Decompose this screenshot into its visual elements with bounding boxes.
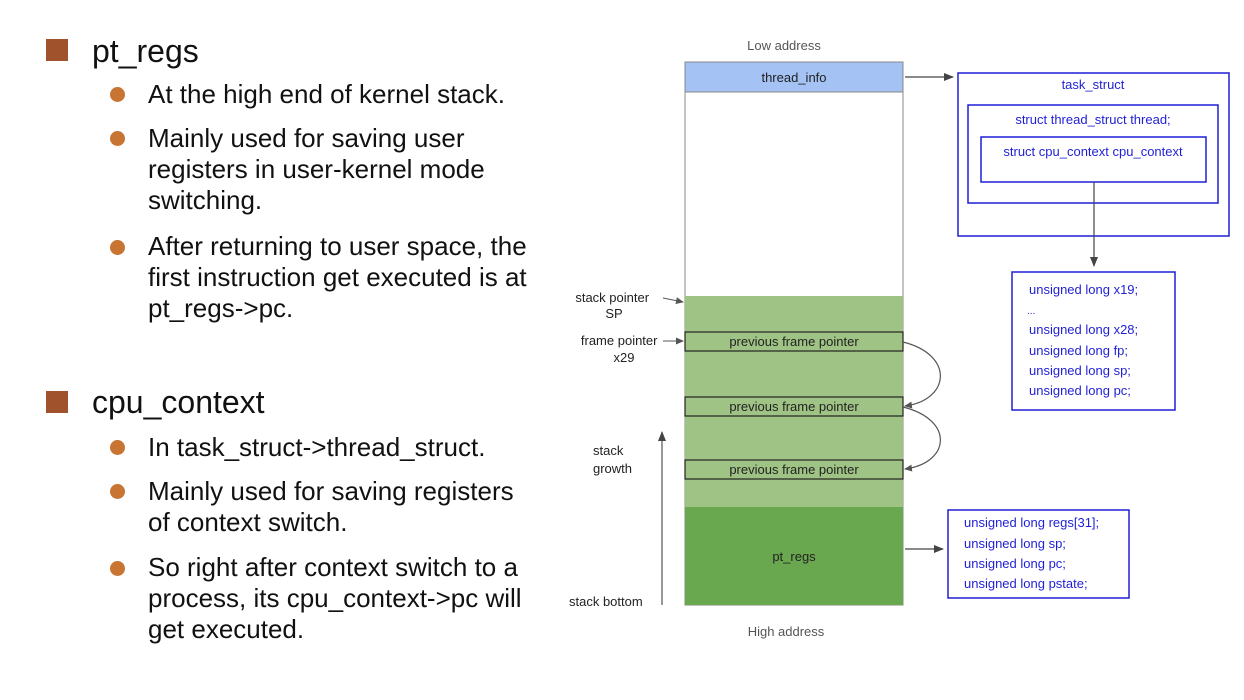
frame-chain-arrow (902, 341, 941, 409)
thread-info-label: thread_info (761, 70, 826, 85)
thread-info-box (684, 61, 904, 93)
stack-pointer-label: stack pointer SP (575, 290, 652, 321)
frame-pointer-box (684, 459, 904, 480)
cpu-context-label: struct cpu_context cpu_context (1003, 144, 1183, 159)
cpu-context-regs: unsigned long x19; ... unsigned long x28… (1027, 282, 1142, 398)
frame-pointer-box-label: previous frame pointer (729, 462, 859, 477)
bullet-dot-icon (110, 440, 125, 455)
stack-frames-region (685, 296, 903, 507)
bullet-text: At the high end of kernel stack. (148, 79, 505, 109)
thread-struct-box (967, 104, 1219, 204)
bullet-text: So right after context switch to a proce… (148, 552, 522, 644)
pt-regs-fields: unsigned long regs[31]; unsigned long sp… (964, 515, 1103, 591)
cpu-context-regs-box (1011, 271, 1176, 411)
thread-struct-label: struct thread_struct thread; (1015, 112, 1170, 127)
bullet-dot-icon (110, 561, 125, 576)
bullet-dot-icon (110, 131, 125, 146)
bullet-text: Mainly used for saving registers of cont… (148, 476, 514, 537)
heading-square-icon (46, 391, 68, 413)
pt-regs-region (685, 507, 903, 605)
frame-pointer-box (684, 396, 904, 417)
bullet-dot-icon (110, 240, 125, 255)
bullet-dot-icon (110, 87, 125, 102)
frame-pointer-box-label: previous frame pointer (729, 399, 859, 414)
high-address-label: High address (748, 624, 825, 639)
bullet-text: Mainly used for saving user registers in… (148, 123, 485, 215)
stack-bottom-label: stack bottom (569, 594, 643, 609)
pt-regs-label: pt_regs (772, 549, 816, 564)
frame-chain-arrow (902, 406, 941, 472)
heading-square-icon (46, 39, 68, 61)
frame-pointer-label: frame pointer x29 (581, 333, 661, 365)
task-struct-title: task_struct (1062, 77, 1125, 92)
stack-pointer-arrow (662, 297, 684, 305)
bullet-dot-icon (110, 484, 125, 499)
frame-pointer-box-label: previous frame pointer (729, 334, 859, 349)
stack-growth-label: stack growth (593, 443, 632, 476)
bullet-text: In task_struct->thread_struct. (148, 432, 486, 462)
heading-pt-regs: pt_regs (92, 33, 199, 69)
low-address-label: Low address (747, 38, 821, 53)
heading-cpu-context: cpu_context (92, 384, 265, 420)
pt-regs-fields-box (947, 509, 1130, 599)
frame-pointer-box (684, 331, 904, 352)
bullet-text: After returning to user space, the first… (148, 231, 527, 323)
